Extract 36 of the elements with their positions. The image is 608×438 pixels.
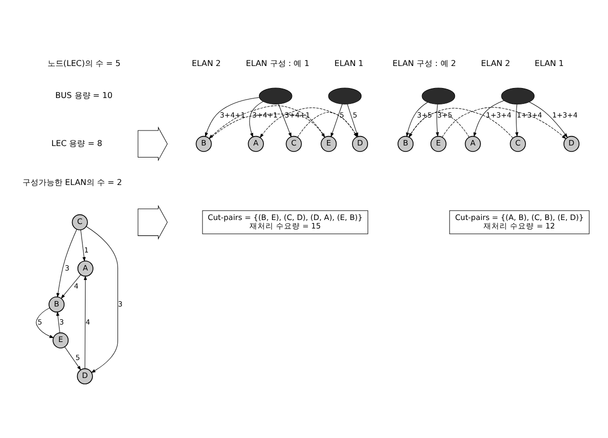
arrow (442, 106, 566, 139)
label: LEC 용량 = 8 (51, 137, 102, 148)
arrow (473, 100, 504, 137)
arrow (406, 102, 428, 137)
arrow (56, 228, 78, 298)
arrow (249, 100, 264, 138)
label: ELAN 1 (534, 58, 564, 68)
arrow (408, 107, 514, 138)
label: 노드(LEC)의 수 = 5 (47, 58, 120, 68)
arrow (64, 346, 82, 370)
node-arrow (138, 204, 168, 240)
arrow (515, 104, 518, 136)
node-arrow (138, 126, 168, 161)
label: ELAN 구성 : 예 1 (246, 58, 310, 68)
node-ellipse (328, 87, 362, 104)
label: ELAN 구성 : 예 2 (392, 58, 456, 68)
arrow (529, 101, 568, 138)
arrow (60, 274, 82, 298)
arrow (56, 310, 60, 333)
arrow (205, 96, 260, 137)
arrow (84, 274, 87, 368)
node-ellipse (258, 87, 292, 104)
node-ellipse (501, 87, 535, 104)
arrow (80, 229, 86, 262)
label: ELAN 2 (481, 58, 510, 68)
arrow (408, 111, 470, 138)
node-ellipse (422, 87, 456, 104)
label: BUS 용량 = 10 (55, 90, 113, 100)
arrow (86, 226, 118, 372)
arrow (330, 103, 343, 137)
label: ELAN 2 (192, 58, 221, 68)
arrow (36, 307, 54, 338)
label: ELAN 1 (334, 58, 364, 68)
arrow (436, 104, 439, 136)
label: 구성가능한 ELAN의 수 = 2 (22, 176, 122, 187)
arrow (278, 103, 292, 137)
